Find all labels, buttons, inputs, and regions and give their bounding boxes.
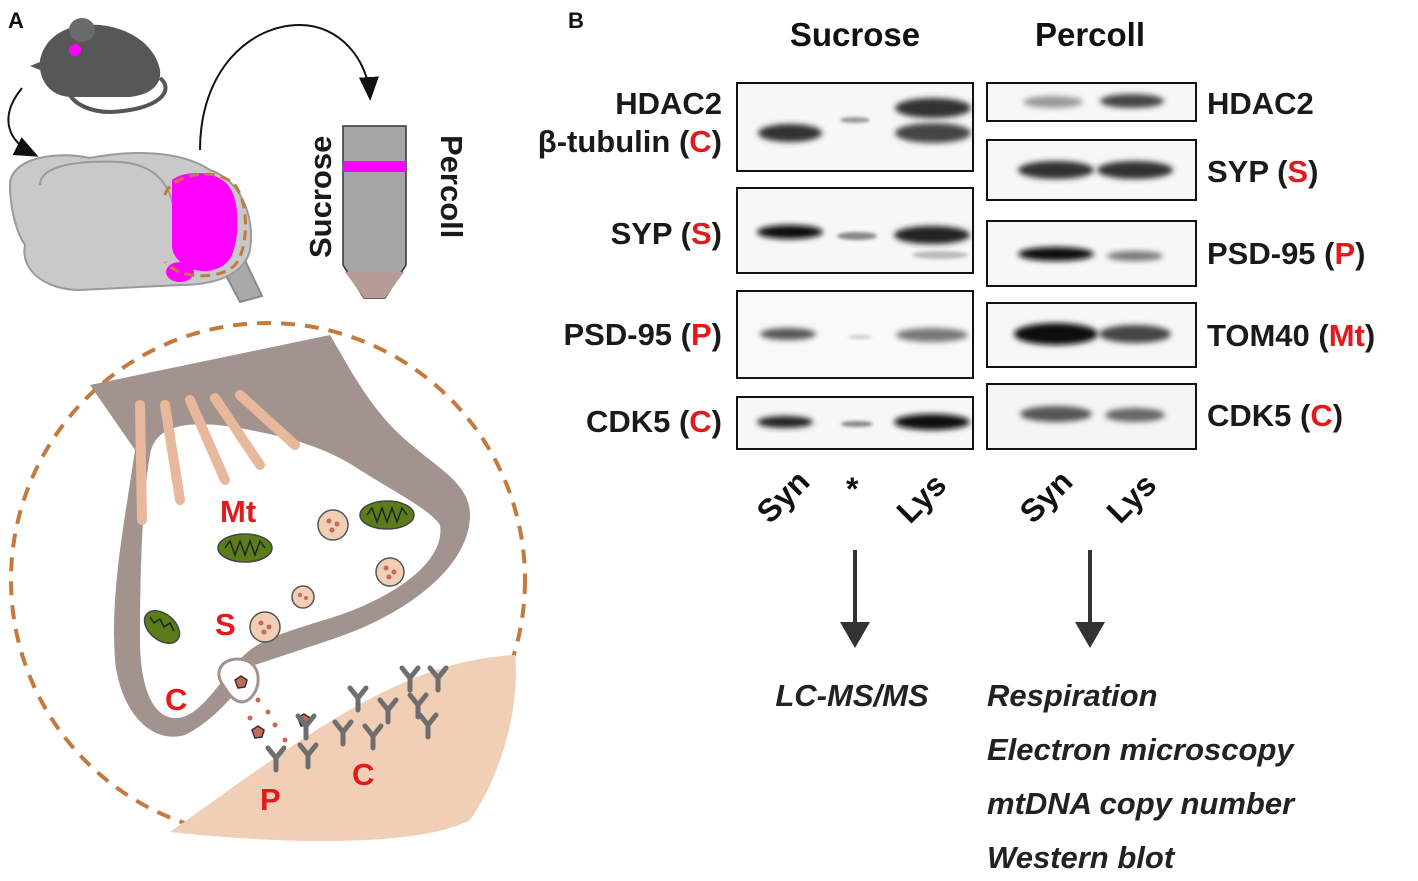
synapse-schematic: Mt S C P C — [9, 321, 527, 842]
postsynaptic-region — [170, 655, 516, 842]
blot-cdk5-percoll — [986, 383, 1197, 450]
percoll-method: mtDNA copy number — [987, 786, 1296, 821]
sucrose-label-tubulin: β-tubulin (C) — [538, 124, 722, 159]
lane-label: Lys — [889, 466, 953, 530]
receptor-icon — [265, 665, 449, 773]
brain-to-tube-arrow — [199, 23, 379, 151]
percoll-title: Percoll — [1035, 16, 1145, 53]
lane-label: Syn — [749, 463, 816, 530]
percoll-blots — [986, 82, 1197, 450]
brain-icon — [8, 152, 264, 304]
mouse-to-brain-arrow — [7, 87, 39, 157]
percoll-method: Electron microscopy — [987, 732, 1295, 767]
blot-hdac2-tubulin — [736, 82, 974, 172]
tube-left-label: Sucrose — [303, 136, 338, 258]
percoll-method: Respiration — [987, 678, 1158, 713]
blot-psd95 — [736, 290, 974, 379]
percoll-label-psd95: PSD-95 (P) — [1207, 236, 1366, 271]
label-psd: P — [260, 782, 281, 817]
blot-hdac2-percoll — [986, 82, 1197, 122]
down-arrow-icon — [1075, 550, 1105, 648]
sucrose-title: Sucrose — [790, 16, 920, 53]
label-cytosol-pre: C — [165, 682, 187, 717]
synaptic-vesicle-icon — [249, 509, 405, 643]
blot-syp — [736, 187, 974, 274]
mitochondrion-icon — [143, 609, 181, 645]
sucrose-label-psd95: PSD-95 (P) — [564, 317, 723, 352]
mouse-icon — [30, 18, 168, 115]
label-mito: Mt — [220, 494, 256, 529]
sucrose-label-hdac2: HDAC2 — [615, 86, 722, 121]
percoll-label-syp: SYP (S) — [1207, 154, 1318, 189]
blot-syp-percoll — [986, 139, 1197, 201]
blot-cdk5 — [736, 396, 974, 450]
label-synaptic-vesicle: S — [215, 607, 236, 642]
blot-psd95-percoll — [986, 220, 1197, 287]
tube-right-label: Percoll — [434, 135, 469, 238]
panel-b-letter: B — [568, 8, 584, 33]
mitochondrion-icon — [217, 533, 273, 563]
sucrose-label-cdk5: CDK5 (C) — [586, 404, 722, 439]
lane-label: Lys — [1099, 466, 1163, 530]
sucrose-blots — [736, 82, 974, 450]
sucrose-label-syp: SYP (S) — [611, 216, 722, 251]
percoll-label-tom40: TOM40 (Mt) — [1207, 318, 1375, 353]
panel-a-letter: A — [8, 8, 24, 33]
down-arrow-icon — [840, 550, 870, 648]
mitochondrion-icon — [359, 500, 415, 530]
centrifuge-tube-icon — [342, 125, 407, 299]
percoll-label-hdac2: HDAC2 — [1207, 86, 1314, 121]
sucrose-method: LC-MS/MS — [775, 678, 929, 713]
lane-label: Syn — [1012, 463, 1079, 530]
zoom-dashed-circle — [9, 321, 527, 839]
percoll-label-cdk5: CDK5 (C) — [1207, 398, 1343, 433]
lane-label: * — [846, 471, 859, 507]
percoll-method: Western blot — [987, 840, 1176, 875]
label-cytosol-post: C — [352, 757, 374, 792]
blot-tom40-percoll — [986, 302, 1197, 368]
